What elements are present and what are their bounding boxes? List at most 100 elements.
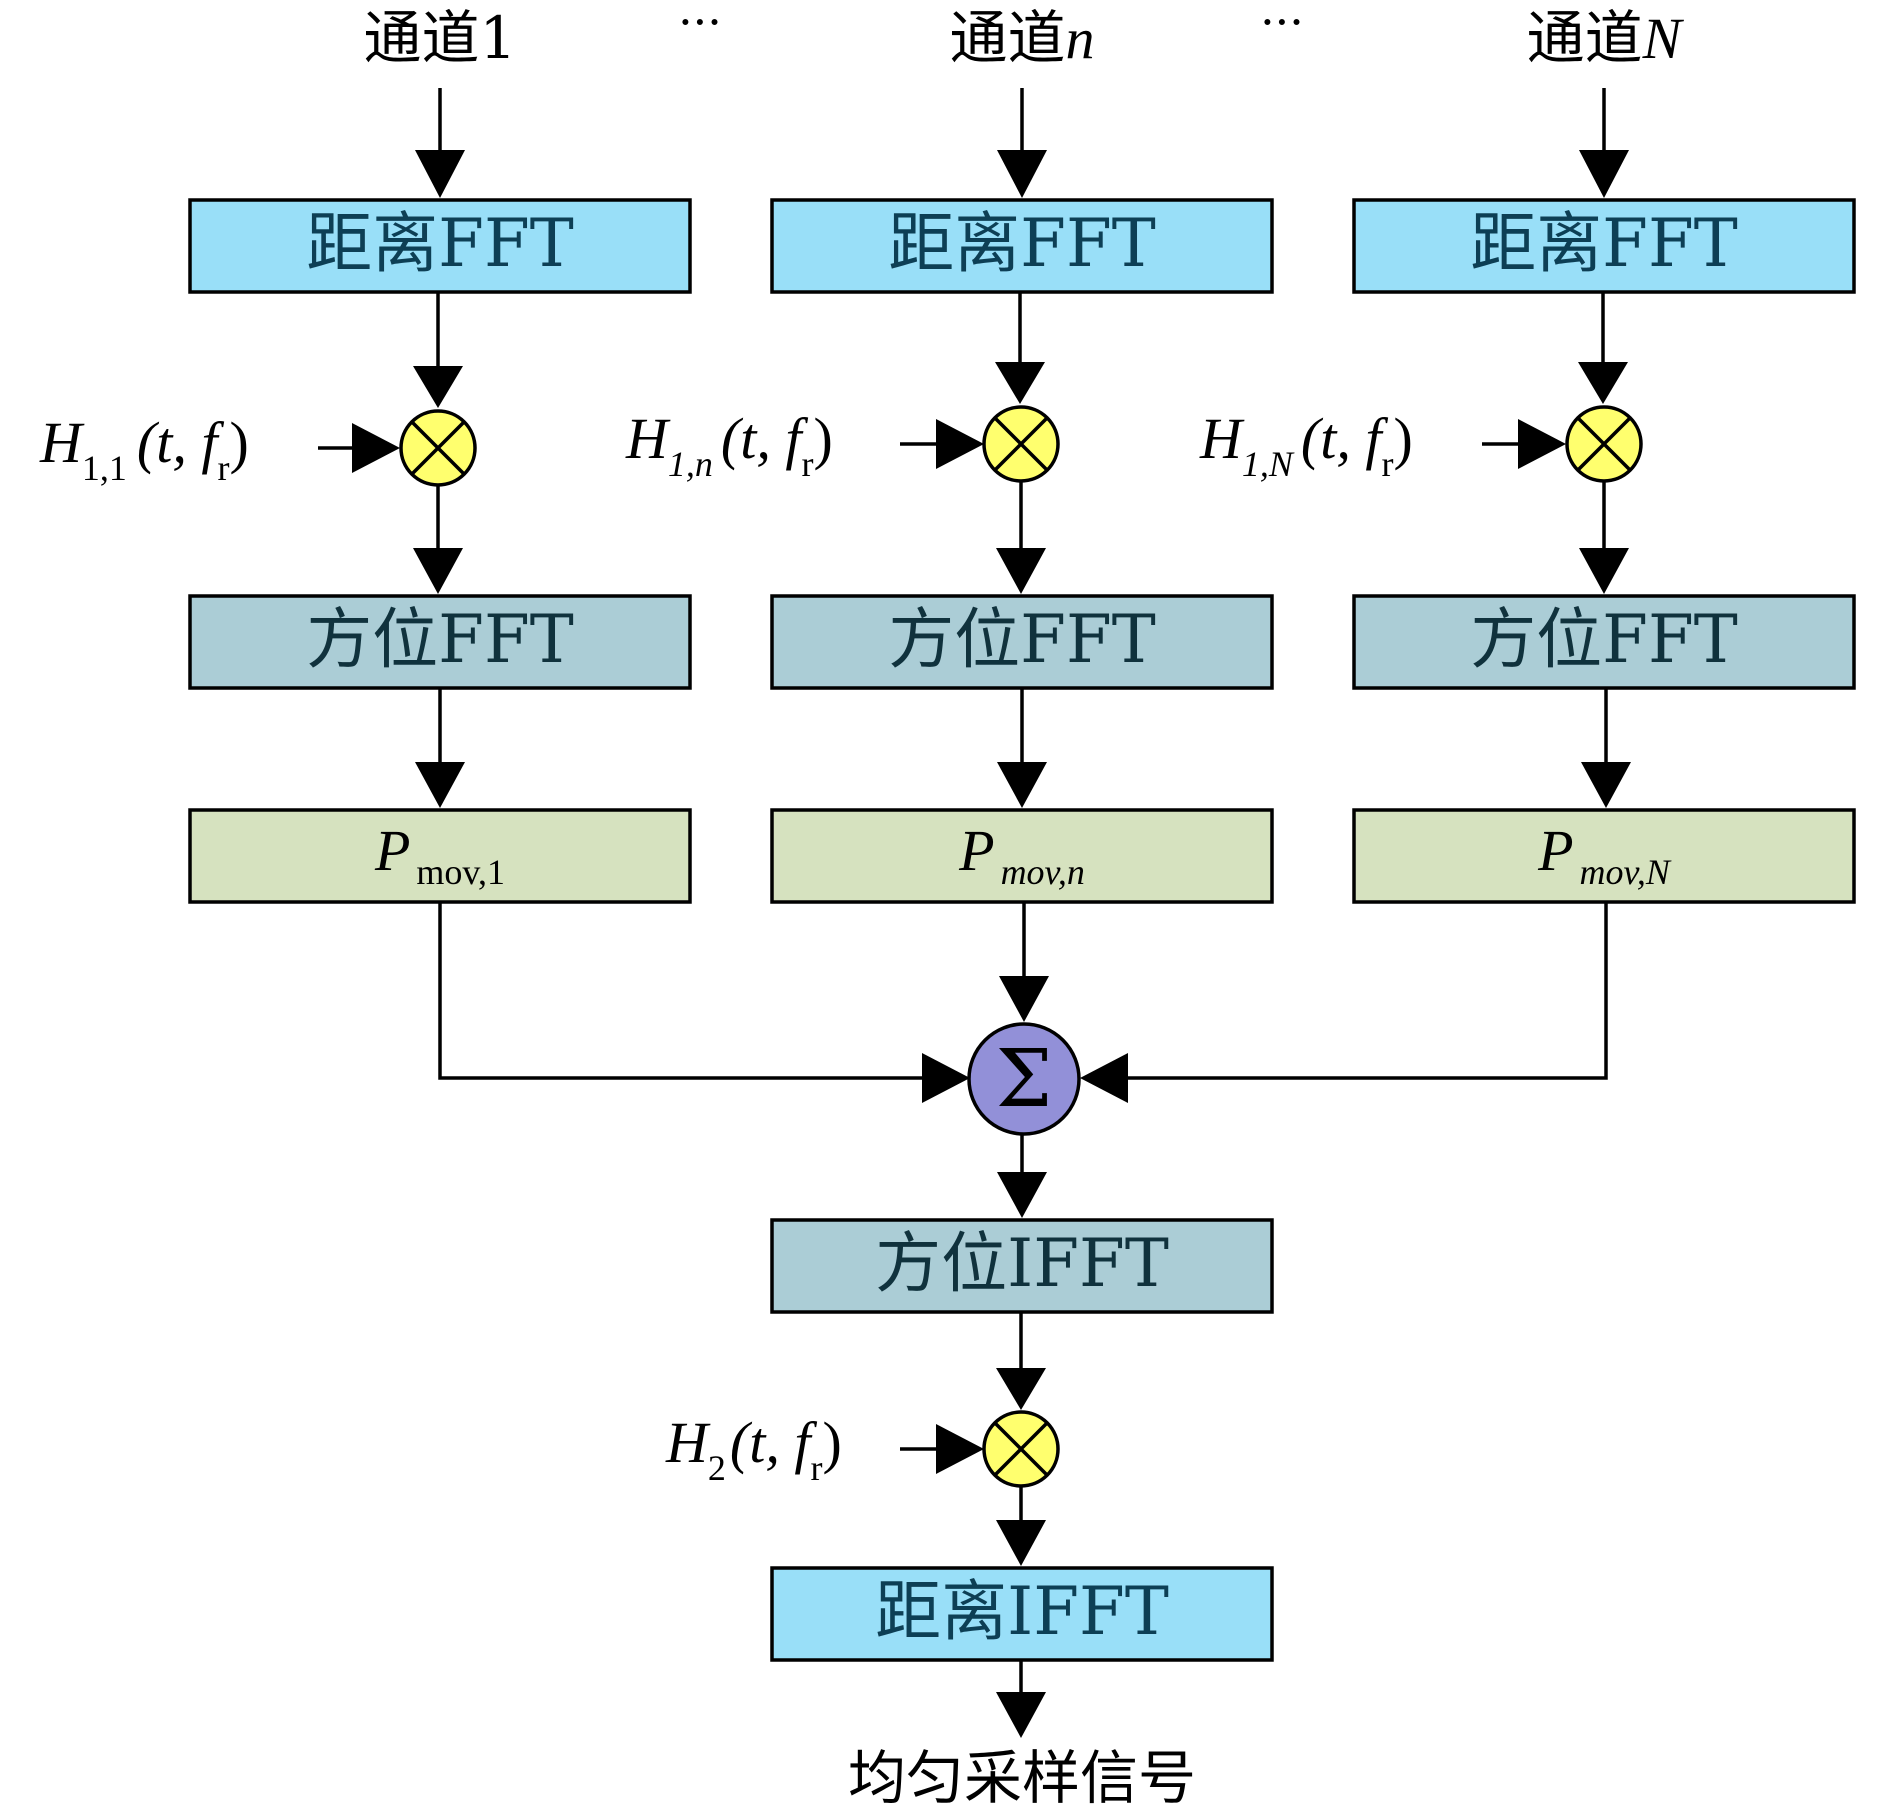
filter-args: (t, f	[721, 406, 808, 471]
ellipsis-left: ···	[678, 0, 722, 49]
ifft-to-mult-arrowhead	[996, 1368, 1046, 1410]
channel-N-input-arrowhead	[1579, 150, 1629, 198]
output-label: 均匀采样信号	[848, 1744, 1196, 1812]
filter-H: H	[1199, 406, 1245, 471]
sigma-icon: Σ	[996, 1032, 1053, 1125]
filter-args: (t, f	[137, 410, 224, 475]
channel-N-filter-label: H1,N(t, fr)	[1199, 406, 1413, 484]
filter-H: H	[625, 406, 671, 471]
channel-N-azimuth-fft-label: 方位FFT	[1470, 601, 1738, 678]
channel-n-multiplier	[982, 405, 1060, 483]
channel-1-azimuth-fft-label: 方位FFT	[306, 601, 574, 678]
ellipsis-right: ···	[1260, 0, 1304, 49]
filter-close: )	[1393, 406, 1412, 471]
azimuth-ifft-label: 方位IFFT	[875, 1225, 1169, 1302]
summer-circle	[967, 1022, 1081, 1136]
pmov-sub: mov,N	[1580, 852, 1672, 892]
channel-n-to-az-arrowhead	[996, 548, 1046, 594]
channel-1-range-fft-label: 距离FFT	[306, 205, 574, 282]
channel-N-multiplier	[1565, 405, 1643, 483]
filter-args-sub: r	[801, 444, 813, 484]
h2-filter-label: H2(t, fr)	[665, 1410, 842, 1488]
pmov-P: P	[1537, 818, 1573, 883]
channel-1-range-fft-box	[188, 198, 692, 294]
channel-N-title: 通道N	[1527, 4, 1685, 72]
channel-N-filter-arrowhead	[1518, 419, 1566, 469]
channel-n-pmov-box	[770, 808, 1274, 904]
channel-1-title-index: 1	[480, 4, 517, 72]
merge-center-arrowhead	[999, 976, 1049, 1022]
azimuth-ifft-box	[770, 1218, 1274, 1314]
channel-n-azimuth-fft-label: 方位FFT	[888, 601, 1156, 678]
pmov-P: P	[374, 818, 410, 883]
summer-to-ifft-arrowhead	[997, 1172, 1047, 1218]
pmov-P: P	[958, 818, 994, 883]
channel-N-to-mult-arrowhead	[1578, 362, 1628, 404]
channel-n-to-pmov-arrowhead	[997, 762, 1047, 808]
channel-n-range-fft-label: 距离FFT	[888, 205, 1156, 282]
filter-sub: 1,N	[1242, 444, 1295, 484]
filter-H: H	[665, 1410, 711, 1475]
channel-N-to-az-arrowhead	[1579, 548, 1629, 594]
channel-n-azimuth-fft-box	[770, 594, 1274, 690]
multiplier-cross-b	[1576, 416, 1632, 472]
filter-args: (t, f	[1301, 406, 1388, 471]
channel-1-filter-label: H1,1(t, fr)	[39, 410, 249, 488]
channel-N-to-pmov-arrowhead	[1581, 762, 1631, 808]
channel-n-input-arrowhead	[997, 150, 1047, 198]
filter-close: )	[229, 410, 248, 475]
filter-close: )	[822, 1410, 841, 1475]
filter-H: H	[39, 410, 85, 475]
channel-1-to-mult-arrowhead	[413, 366, 463, 408]
filter-sub: 1,1	[82, 448, 127, 488]
merge-right-arrowhead	[1080, 1053, 1128, 1103]
channel-n-filter-arrowhead	[936, 419, 984, 469]
multiplier-cross-b	[993, 1421, 1049, 1477]
channel-N-title-index: N	[1642, 6, 1685, 71]
channel-N-title-label: 通道	[1527, 4, 1643, 72]
merge-right-line	[1124, 902, 1608, 1080]
channel-N-pmov-box	[1352, 808, 1856, 904]
pmov-sub: mov,n	[1001, 852, 1085, 892]
pmov-sub: mov,1	[416, 852, 505, 892]
merge-left-line	[438, 902, 926, 1080]
h2-multiplier	[982, 1410, 1060, 1488]
channel-N-range-fft-box	[1352, 198, 1856, 294]
channel-n-range-fft-box	[770, 198, 1274, 294]
mult-to-range-ifft-arrowhead	[996, 1520, 1046, 1566]
filter-args-sub: r	[217, 448, 229, 488]
channel-1-multiplier	[399, 409, 477, 487]
filter-sub: 2	[708, 1448, 726, 1488]
filter-close: )	[813, 406, 832, 471]
output-arrowhead	[996, 1692, 1046, 1738]
channel-n-title-index: n	[1066, 6, 1095, 71]
channel-n-to-mult-arrowhead	[995, 362, 1045, 404]
filter-args-sub: r	[810, 1448, 822, 1488]
channel-1-title: 通道1	[364, 4, 517, 72]
channel-n-filter-label: H1,n(t, fr)	[625, 406, 833, 484]
channel-1-input-arrowhead	[415, 150, 465, 198]
summer-node: Σ	[967, 1022, 1081, 1136]
filter-args-sub: r	[1381, 444, 1393, 484]
channel-1-filter-arrowhead	[352, 423, 400, 473]
filter-sub: 1,n	[668, 444, 713, 484]
multiplier-cross-b	[993, 416, 1049, 472]
channel-1-to-pmov-arrowhead	[415, 762, 465, 808]
channel-1-to-az-arrowhead	[413, 548, 463, 594]
channel-n-title: 通道n	[949, 4, 1094, 72]
h2-filter-arrowhead	[936, 1424, 984, 1474]
merge-left-arrowhead	[922, 1053, 970, 1103]
filter-args: (t, f	[730, 1410, 817, 1475]
range-ifft-label: 距离IFFT	[875, 1573, 1169, 1650]
multiplier-cross-b	[410, 420, 466, 476]
channel-n-title-label: 通道	[949, 4, 1065, 72]
channel-1-title-label: 通道	[364, 4, 480, 72]
channel-N-range-fft-label: 距离FFT	[1470, 205, 1738, 282]
